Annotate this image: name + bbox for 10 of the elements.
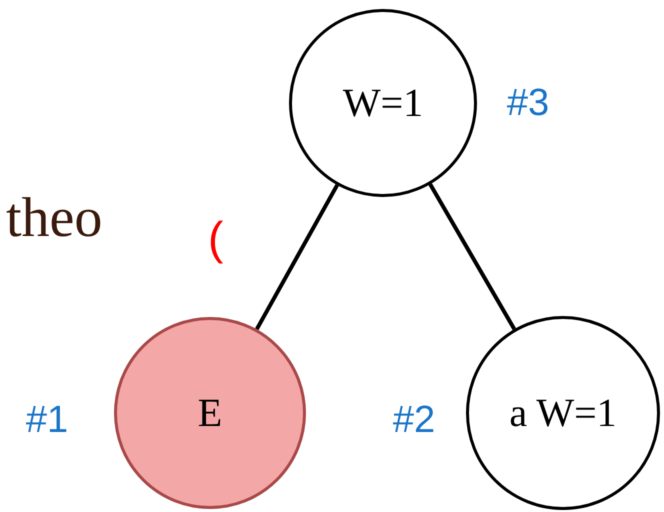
node-label: a W=1 [508,389,618,437]
node-label: E [196,389,224,437]
connector-line [428,183,516,330]
connector-line [255,184,339,330]
annotation-mark: ( [208,215,224,261]
node-number: #2 [392,401,436,439]
node-number: #1 [26,401,68,439]
annotation-text: theo [6,190,102,246]
node-label: W=1 [342,79,424,127]
node-number: #3 [506,84,550,122]
